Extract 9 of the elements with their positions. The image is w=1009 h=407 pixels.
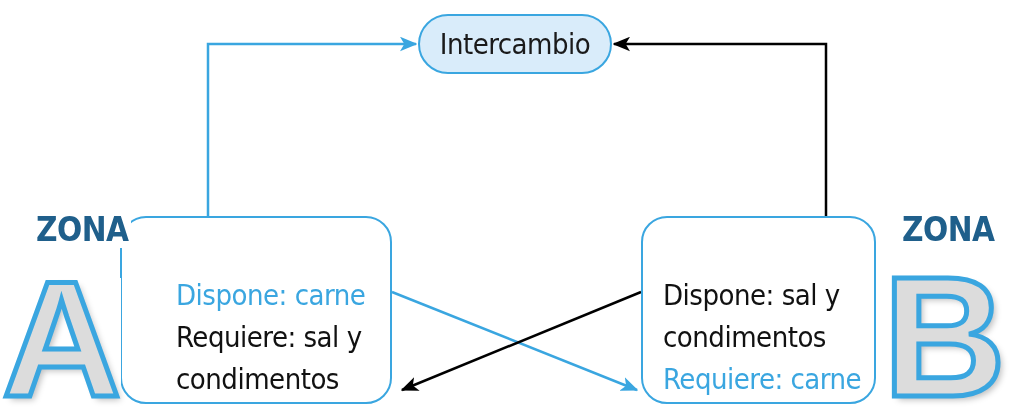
- offer-text: Dispone: carne: [176, 277, 366, 314]
- offer-text: Dispone: sal y condimentos: [663, 277, 841, 357]
- exchange-pill: [418, 14, 612, 74]
- zone-letter: A: [2, 278, 122, 402]
- arrow: [206, 36, 418, 216]
- need-text: Requiere: carne: [663, 361, 862, 398]
- arrow: [612, 36, 828, 216]
- need-text: Requiere: sal y condimentos: [176, 319, 363, 399]
- exchange-label: Intercambio: [438, 26, 592, 63]
